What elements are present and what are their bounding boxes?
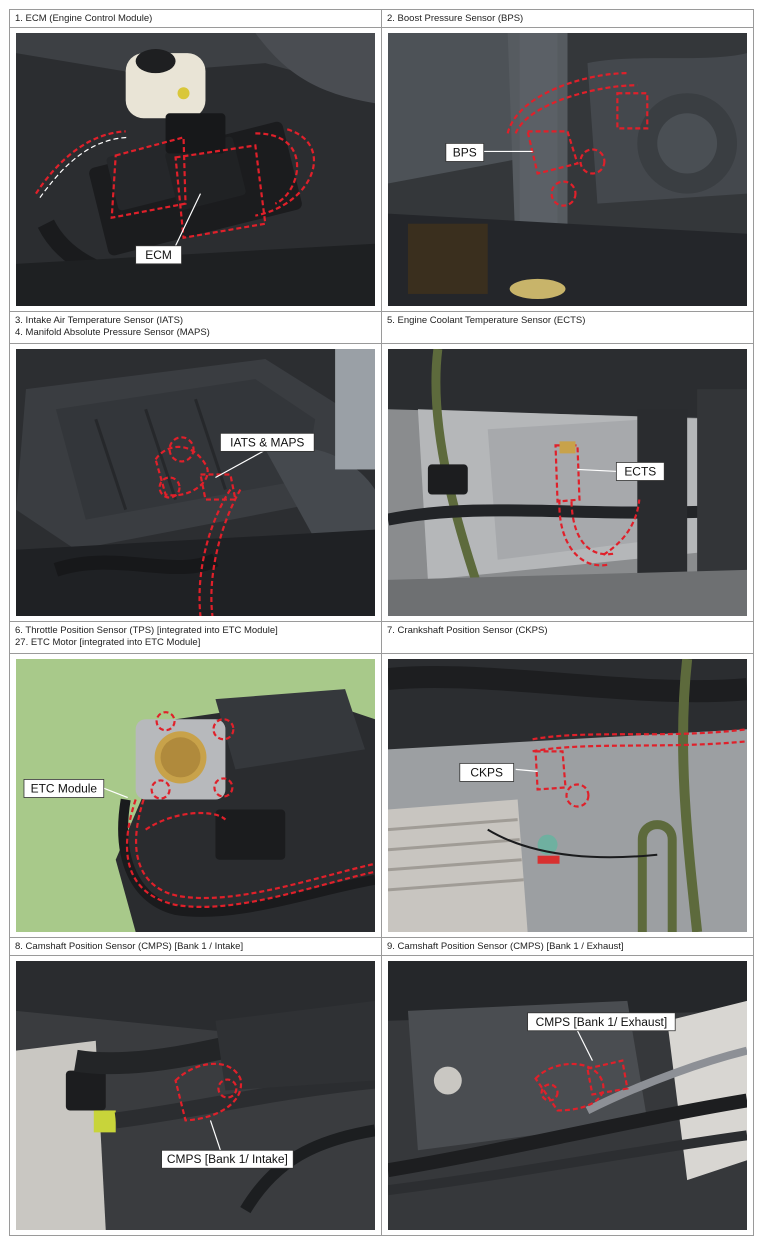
ects-engine-photo: ECTS [388, 349, 747, 616]
caption-line: 7. Crankshaft Position Sensor (CKPS) [387, 625, 548, 636]
caption-line: 3. Intake Air Temperature Sensor (IATS) [15, 315, 184, 326]
cmps-exhaust-engine-photo: CMPS [Bank 1/ Exhaust] [388, 961, 747, 1230]
caption-ects: 5. Engine Coolant Temperature Sensor (EC… [382, 312, 754, 344]
caption-line: 5. Engine Coolant Temperature Sensor (EC… [387, 315, 586, 326]
ckps-engine-photo: CKPS [388, 659, 747, 932]
cmps-intake-callout: CMPS [Bank 1/ Intake] [167, 1152, 288, 1166]
caption-cmps-exhaust: 9. Camshaft Position Sensor (CMPS) [Bank… [382, 938, 754, 956]
iats-maps-engine-photo: IATS & MAPS [16, 349, 375, 616]
etc-callout: ETC Module [31, 781, 98, 795]
caption-iats-maps: 3. Intake Air Temperature Sensor (IATS) … [10, 312, 382, 344]
caption-line: 6. Throttle Position Sensor (TPS) [integ… [15, 625, 278, 636]
cmps-exhaust-callout: CMPS [Bank 1/ Exhaust] [536, 1015, 668, 1029]
caption-line: 4. Manifold Absolute Pressure Sensor (MA… [15, 326, 210, 338]
caption-ecm: 1. ECM (Engine Control Module) [10, 10, 382, 28]
photo-cmps-intake: CMPS [Bank 1/ Intake] [10, 956, 382, 1236]
ecm-engine-photo: ECM [16, 33, 375, 306]
photo-iats-maps: IATS & MAPS [10, 344, 382, 622]
photo-etc: ETC Module [10, 654, 382, 938]
caption-line: 8. Camshaft Position Sensor (CMPS) [Bank… [15, 941, 244, 952]
photo-ects: ECTS [382, 344, 754, 622]
photo-bps: BPS [382, 28, 754, 312]
bps-callout: BPS [453, 145, 477, 159]
cmps-intake-engine-photo: CMPS [Bank 1/ Intake] [16, 961, 375, 1230]
ecm-callout: ECM [145, 248, 172, 262]
iats-maps-callout: IATS & MAPS [230, 435, 304, 449]
etc-module-photo: ETC Module [16, 659, 375, 932]
caption-line: 9. Camshaft Position Sensor (CMPS) [Bank… [387, 941, 624, 952]
sensor-location-table: 1. ECM (Engine Control Module) 2. Boost … [9, 9, 754, 1236]
caption-cmps-intake: 8. Camshaft Position Sensor (CMPS) [Bank… [10, 938, 382, 956]
photo-cmps-exhaust: CMPS [Bank 1/ Exhaust] [382, 956, 754, 1236]
photo-ckps: CKPS [382, 654, 754, 938]
ects-callout: ECTS [624, 464, 656, 478]
caption-bps: 2. Boost Pressure Sensor (BPS) [382, 10, 754, 28]
photo-ecm: ECM [10, 28, 382, 312]
caption-line: 1. ECM (Engine Control Module) [15, 13, 153, 24]
ckps-callout: CKPS [470, 765, 503, 779]
caption-line: 27. ETC Motor [integrated into ETC Modul… [15, 636, 201, 648]
caption-ckps: 7. Crankshaft Position Sensor (CKPS) [382, 622, 754, 654]
caption-line: 2. Boost Pressure Sensor (BPS) [387, 13, 524, 24]
caption-etc: 6. Throttle Position Sensor (TPS) [integ… [10, 622, 382, 654]
bps-engine-photo: BPS [388, 33, 747, 306]
